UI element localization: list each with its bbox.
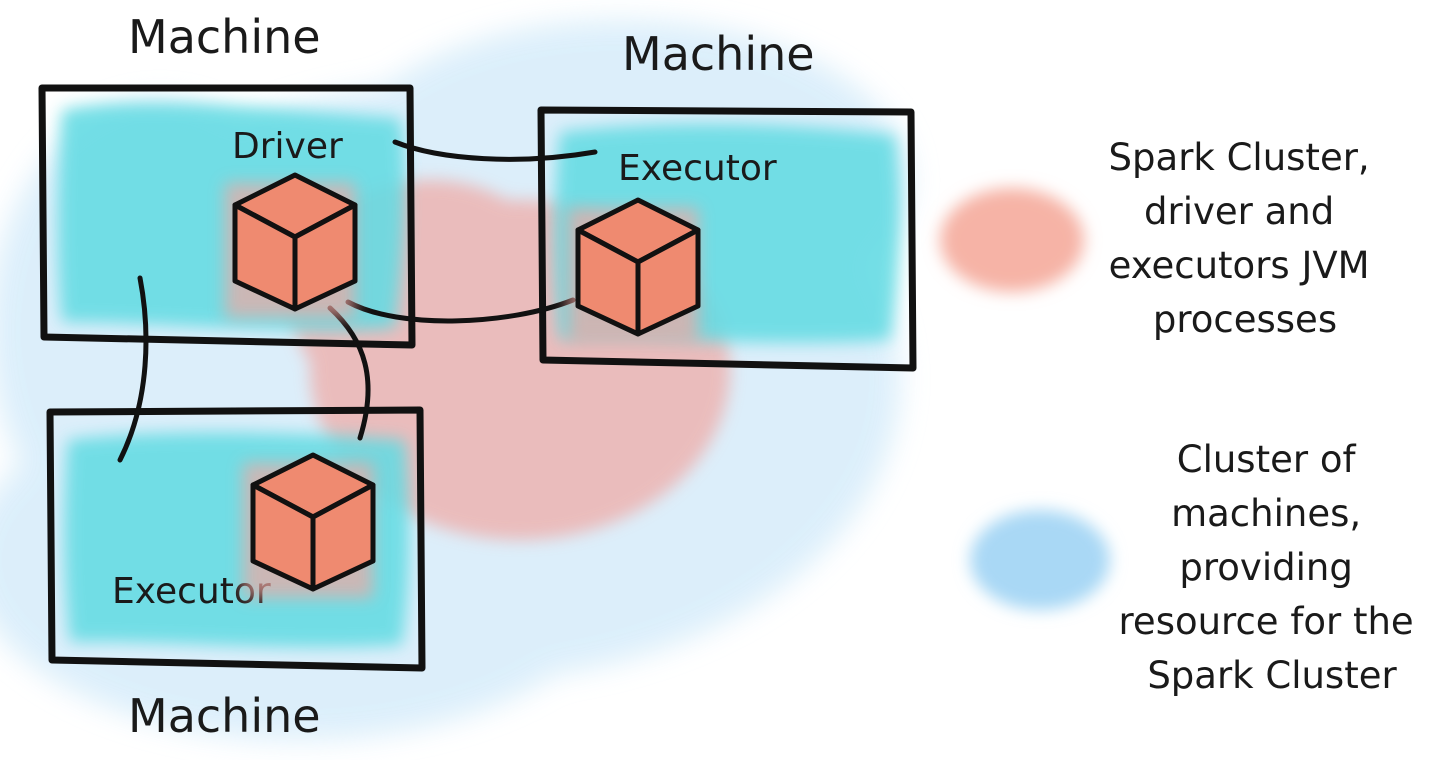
driver-to-executor-bottom-link (327, 305, 371, 441)
driver-to-executor-right-link (392, 139, 598, 162)
driver-to-executor-right-link (345, 297, 576, 324)
driver-label: Driver (232, 126, 343, 167)
executor-label: Executor (618, 148, 777, 189)
jvm-process-cube-icon (568, 197, 701, 343)
machine-title: Machine (622, 27, 815, 81)
process-swatch-icon (940, 188, 1084, 292)
jvm-process-cube-icon (243, 452, 376, 598)
legend-text-spark-cluster: Spark Cluster, driver and executors JVM … (1109, 136, 1382, 341)
machine-title: Machine (128, 689, 321, 743)
legend: Spark Cluster, driver and executors JVM … (940, 136, 1426, 697)
connections (117, 139, 598, 463)
legend-text-cluster-of-machines: Cluster of machines, providing resource … (1119, 438, 1426, 697)
jvm-process-cube-icon (225, 172, 358, 318)
driver-machine-to-executor-bottom-link (117, 275, 149, 463)
machine-title: Machine (128, 10, 321, 64)
cluster-swatch-icon (970, 510, 1110, 610)
